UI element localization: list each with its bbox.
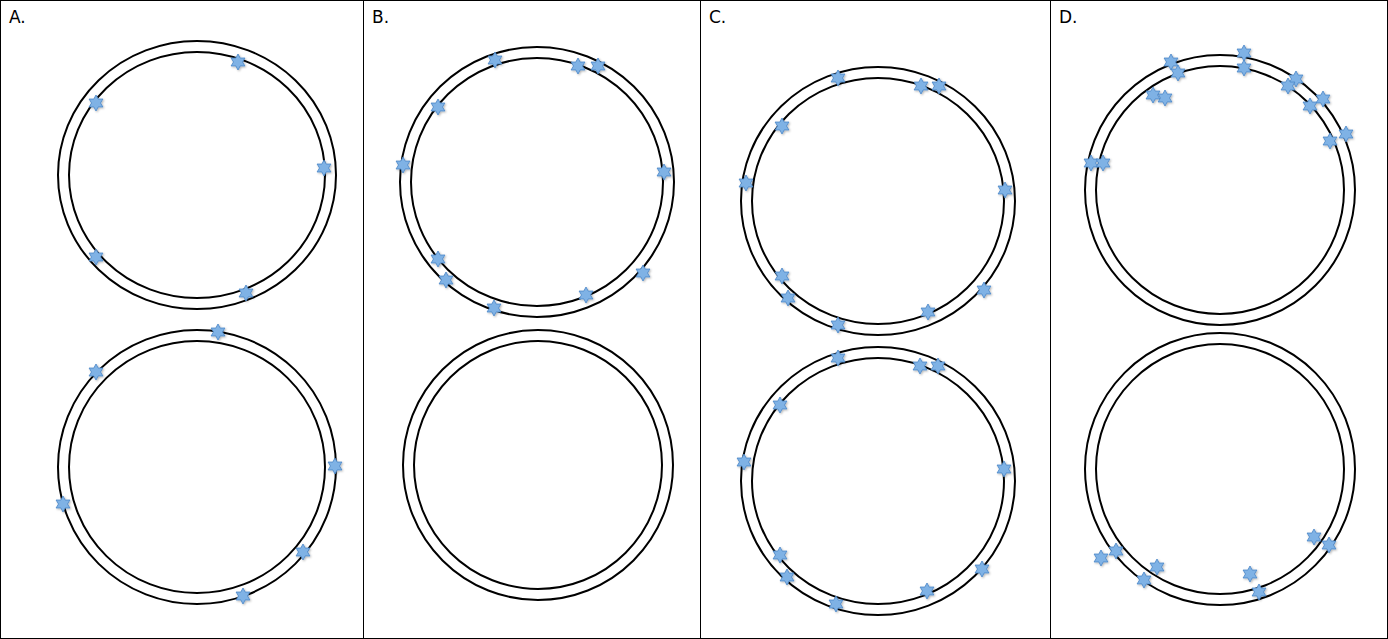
- protein-star: [89, 249, 103, 265]
- inner-membrane: [752, 78, 1004, 324]
- protein-star: [1237, 45, 1251, 61]
- protein-star: [1150, 559, 1164, 575]
- panel-letter: D.: [1059, 7, 1078, 27]
- protein-star: [487, 300, 501, 316]
- protein-star: [975, 561, 989, 577]
- protein-star: [431, 99, 445, 115]
- protein-star: [997, 461, 1011, 477]
- protein-star: [239, 285, 253, 301]
- protein-star: [89, 95, 103, 111]
- protein-star: [775, 268, 789, 284]
- protein-star: [1339, 126, 1353, 142]
- inner-membrane: [752, 358, 1004, 604]
- protein-star: [396, 157, 410, 173]
- protein-star: [1303, 98, 1317, 114]
- protein-markers: [56, 45, 1353, 612]
- inner-membrane: [414, 341, 662, 589]
- protein-star: [781, 290, 795, 306]
- inner-membrane: [69, 341, 325, 593]
- protein-star: [231, 54, 245, 70]
- protein-star: [636, 265, 650, 281]
- outer-membrane: [1085, 55, 1355, 325]
- outer-membrane: [400, 47, 674, 317]
- protein-star: [913, 358, 927, 374]
- protein-star: [1096, 155, 1110, 171]
- inner-membrane: [1096, 66, 1344, 314]
- protein-star: [317, 160, 331, 176]
- outer-membrane: [58, 330, 336, 604]
- protein-star: [737, 454, 751, 470]
- protein-star: [1316, 91, 1330, 107]
- protein-star: [998, 182, 1012, 198]
- panel-letter: A.: [9, 7, 26, 27]
- outer-membrane: [741, 347, 1015, 615]
- protein-star: [932, 78, 946, 94]
- protein-star: [1094, 550, 1108, 566]
- protein-star: [236, 588, 250, 604]
- protein-star: [1323, 133, 1337, 149]
- protein-star: [775, 118, 789, 134]
- protein-star: [328, 458, 342, 474]
- protein-star: [931, 358, 945, 374]
- outer-membrane: [403, 330, 673, 600]
- protein-star: [780, 569, 794, 585]
- protein-star: [739, 175, 753, 191]
- inner-membrane: [1096, 344, 1344, 594]
- protein-star: [773, 547, 787, 563]
- protein-star: [1146, 87, 1160, 103]
- protein-star: [914, 78, 928, 94]
- protein-star: [296, 544, 310, 560]
- outer-membrane: [1085, 333, 1355, 605]
- protein-star: [831, 350, 845, 366]
- outer-membrane: [58, 41, 336, 309]
- inner-membrane: [69, 52, 325, 298]
- outer-membrane: [741, 67, 1015, 335]
- protein-star: [1158, 90, 1172, 106]
- protein-star: [1084, 155, 1098, 171]
- protein-star: [571, 58, 585, 74]
- panel-divider: [700, 0, 701, 639]
- protein-star: [920, 583, 934, 599]
- cell-membranes: [58, 41, 1355, 615]
- panel-divider: [1050, 0, 1051, 639]
- protein-star: [431, 251, 445, 267]
- protein-star: [579, 287, 593, 303]
- panel-letter: C.: [709, 7, 726, 27]
- protein-star: [211, 324, 225, 340]
- protein-star: [1307, 529, 1321, 545]
- protein-star: [56, 496, 70, 512]
- protein-star: [1109, 543, 1123, 559]
- protein-star: [657, 164, 671, 180]
- panel-divider: [363, 0, 364, 639]
- protein-star: [1243, 566, 1257, 582]
- protein-star: [1237, 60, 1251, 76]
- protein-star: [488, 52, 502, 68]
- protein-star: [921, 304, 935, 320]
- protein-star: [591, 58, 605, 74]
- panel-letter: B.: [372, 7, 389, 27]
- inner-membrane: [411, 58, 663, 306]
- protein-star: [1137, 572, 1151, 588]
- protein-star: [1252, 584, 1266, 600]
- protein-star: [1281, 78, 1295, 94]
- protein-star: [1164, 54, 1178, 70]
- protein-star: [1322, 537, 1336, 553]
- protein-star: [773, 397, 787, 413]
- protein-star: [89, 364, 103, 380]
- protein-star: [831, 317, 845, 333]
- protein-star: [829, 596, 843, 612]
- protein-star: [831, 70, 845, 86]
- protein-star: [977, 282, 991, 298]
- protein-star: [439, 272, 453, 288]
- protein-star: [1171, 65, 1185, 81]
